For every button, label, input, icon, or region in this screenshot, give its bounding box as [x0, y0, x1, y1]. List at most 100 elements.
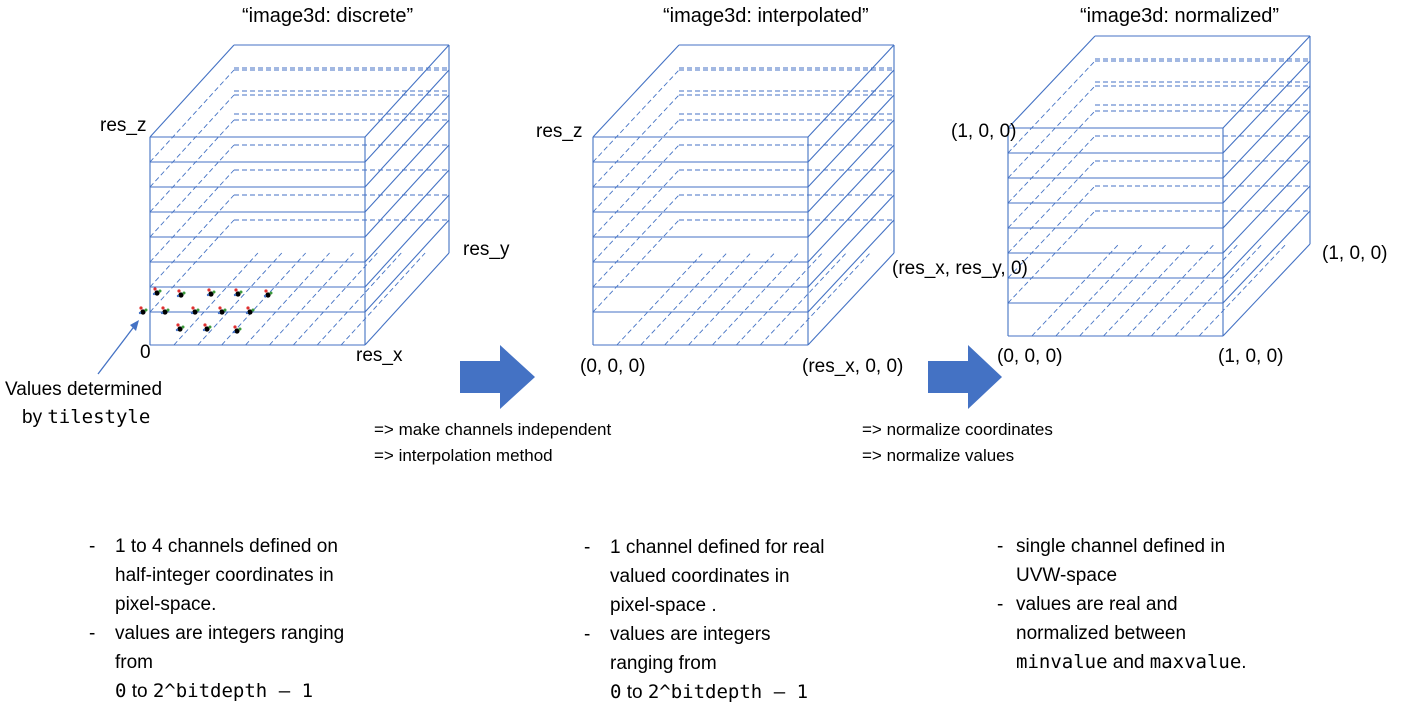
- bullet-line: pixel-space.: [115, 594, 217, 615]
- code-joiner: and: [1107, 652, 1150, 673]
- slice-left-edge: [592, 119, 680, 213]
- panel-title-interpolated: “image3d: interpolated”: [663, 5, 869, 27]
- floor-grid-line: [316, 252, 402, 346]
- floor-grid-line: [1103, 243, 1191, 337]
- cube-edge: [364, 252, 450, 346]
- label-corner-back-interpolated: (res_x, res_y, 0): [892, 258, 1028, 279]
- slice-left-edge: [149, 69, 235, 163]
- slice-right-edge: [364, 219, 450, 313]
- callout-prefix: by: [22, 407, 48, 428]
- bullet-dash: -: [997, 536, 1004, 557]
- bullet-code-line: minvalue and maxvalue.: [1016, 648, 1247, 677]
- floor-grid-line: [1174, 243, 1263, 337]
- bullet-item: - values are integers ranging from 0 to …: [89, 619, 344, 706]
- slice-right-edge: [364, 94, 450, 188]
- bullet-line: pixel-space .: [610, 595, 717, 616]
- code-min: minvalue: [1016, 651, 1108, 673]
- slice-right-edge: [1222, 210, 1311, 304]
- sample-marker: [245, 306, 255, 315]
- bullet-list-discrete: - 1 to 4 channels defined on half-intege…: [89, 532, 344, 706]
- code-end: .: [1241, 652, 1247, 673]
- sample-marker: [202, 323, 212, 332]
- floor-grid-line: [1055, 243, 1144, 337]
- cube-normalized: [1007, 35, 1311, 337]
- floor-grid-line: [1031, 243, 1120, 337]
- floor-grid-line: [173, 252, 259, 346]
- slice-left-edge: [592, 194, 680, 288]
- slice-left-edge: [149, 219, 235, 313]
- slice-left-edge: [592, 144, 680, 238]
- code-joiner: to: [126, 681, 153, 702]
- bullet-line: values are integers ranging: [115, 623, 345, 644]
- label-corner-x-interpolated: (res_x, 0, 0): [802, 356, 904, 377]
- bullet-item: - values are real and normalized between…: [997, 590, 1247, 677]
- sample-marker: [176, 289, 186, 298]
- bullet-dash: -: [89, 536, 96, 557]
- sample-marker: [263, 289, 273, 298]
- slice-left-edge: [1007, 210, 1096, 304]
- sample-marker: [233, 288, 243, 297]
- slice-right-edge: [1222, 60, 1311, 154]
- slice-left-edge: [592, 169, 680, 263]
- floor-grid-line: [1198, 243, 1287, 337]
- cube-edge: [1222, 243, 1311, 337]
- panel-title-normalized: “image3d: normalized”: [1080, 5, 1279, 27]
- floor-grid-line: [340, 252, 426, 346]
- slice-right-edge: [1222, 185, 1311, 279]
- slice-right-edge: [364, 169, 450, 263]
- slice-right-edge: [364, 194, 450, 288]
- floor-grid-line: [640, 252, 728, 346]
- sample-markers: [138, 287, 273, 334]
- bullet-line: 1 channel defined for real: [610, 537, 825, 558]
- floor-grid-line: [1079, 243, 1167, 337]
- slice-left-edge: [592, 69, 680, 163]
- cube-interpolated: [592, 44, 895, 346]
- slice-right-edge: [807, 144, 895, 238]
- label-right-normalized: (1, 0, 0): [1322, 243, 1388, 264]
- label-res-x-discrete: res_x: [356, 345, 403, 366]
- bullet-line: from: [115, 652, 153, 673]
- bullet-dash: -: [584, 624, 591, 645]
- slice-right-edge: [807, 119, 895, 213]
- floor-grid-line: [712, 252, 799, 346]
- slice-left-edge: [149, 119, 235, 213]
- label-x-normalized: (1, 0, 0): [1218, 346, 1284, 367]
- sample-marker: [206, 288, 216, 297]
- bullet-line: single channel defined in: [1016, 536, 1226, 557]
- slice-left-edge: [149, 144, 235, 238]
- floor-grid-line: [293, 252, 378, 346]
- bullet-list-normalized: - single channel defined in UVW-space - …: [997, 532, 1247, 677]
- floor-grid-line: [269, 252, 354, 346]
- slice-left-edge: [1007, 110, 1096, 204]
- slice-left-edge: [592, 94, 680, 188]
- sample-marker: [138, 306, 148, 315]
- label-res-y-discrete: res_y: [463, 239, 510, 260]
- bullet-item: - values are integers ranging from 0 to …: [584, 620, 824, 707]
- code-joiner: to: [621, 682, 648, 703]
- slice-right-edge: [364, 119, 450, 213]
- floor-grid-line: [197, 252, 283, 346]
- transition-arrow-2: [928, 345, 1002, 409]
- slice-right-edge: [807, 169, 895, 263]
- slice-right-edge: [1222, 135, 1311, 229]
- sample-marker: [190, 306, 200, 315]
- panel-title-discrete: “image3d: discrete”: [242, 5, 414, 27]
- slice-left-edge: [1007, 185, 1096, 279]
- transition-note-2-line-1: => normalize coordinates: [862, 420, 1053, 439]
- slice-right-edge: [364, 69, 450, 163]
- bullet-dash: -: [997, 594, 1004, 615]
- bullet-code-line: 0 to 2^bitdepth – 1: [115, 677, 344, 706]
- slice-right-edge: [1222, 85, 1311, 179]
- slice-right-edge: [807, 69, 895, 163]
- callout-pointer-line: [97, 323, 137, 375]
- sample-marker: [160, 306, 170, 315]
- floor-grid-line: [759, 252, 847, 346]
- code-max: maxvalue: [1149, 651, 1242, 673]
- slice-right-edge: [364, 144, 450, 238]
- sample-marker: [175, 323, 185, 332]
- floor-grid-line: [616, 252, 704, 346]
- slice-left-edge: [1007, 85, 1096, 179]
- slice-right-edge: [1222, 110, 1311, 204]
- slice-left-edge: [1007, 160, 1096, 254]
